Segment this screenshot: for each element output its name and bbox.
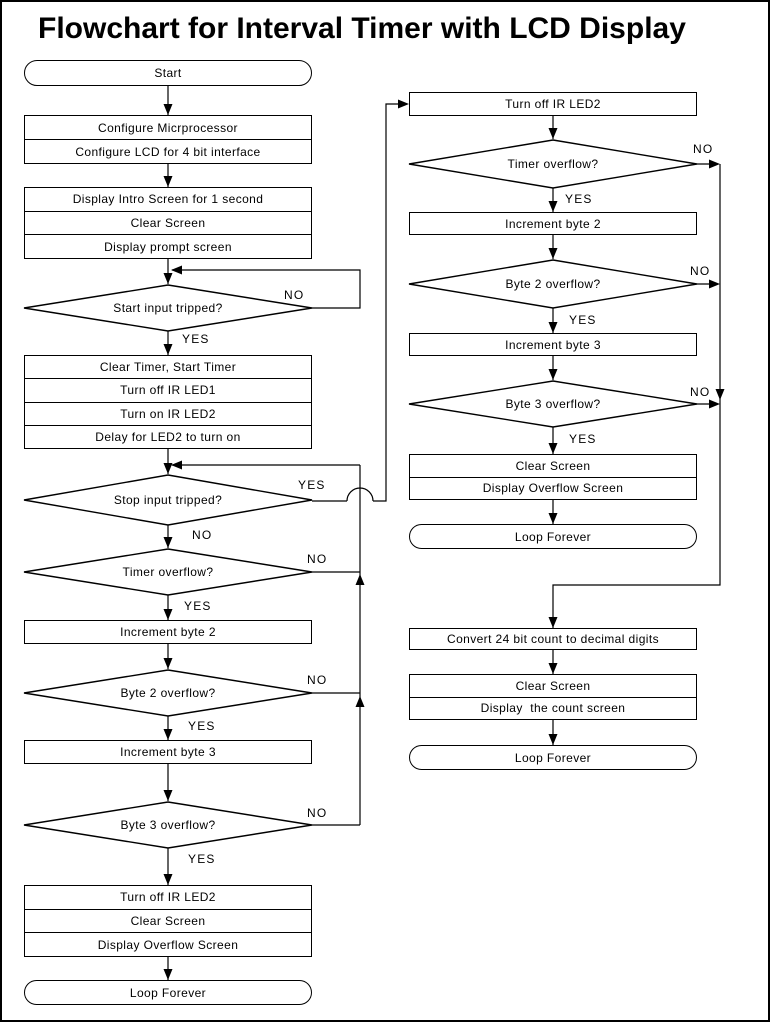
process-turn-off-led2-right: Turn off IR LED2 [409,92,697,116]
branch-label-yes-timer-left: YES [184,599,212,613]
process-row: Configure LCD for 4 bit interface [25,139,311,163]
branch-label-no-timer-right: NO [693,142,714,156]
process-row: Configure Micrprocessor [98,120,238,135]
process-row: Clear Screen [25,210,311,235]
branch-label-no-byte3-right: NO [690,385,711,399]
process-row: Display Overflow Screen [410,476,696,500]
process-row: Increment byte 3 [120,745,216,759]
process-row: Display Overflow Screen [25,932,311,956]
process-row: Display Intro Screen for 1 second [72,192,264,207]
terminator-label: Start [154,66,182,80]
decision-byte2-overflow-left: Byte 2 overflow? [120,686,216,700]
terminator-loop-forever-right-1: Loop Forever [409,524,697,549]
decision-byte2-overflow-right: Byte 2 overflow? [505,277,601,291]
process-configure: Configure Micrprocessor Configure LCD fo… [24,115,312,164]
process-row: Convert 24 bit count to decimal digits [447,632,659,646]
branch-label-yes-byte2-right: YES [569,313,597,327]
branch-label-no-timer-left: NO [307,552,328,566]
branch-label-yes-stop: YES [298,478,326,492]
process-increment-byte3-left: Increment byte 3 [24,740,312,764]
process-increment-byte2-right: Increment byte 2 [409,212,697,235]
decision-timer-overflow-left: Timer overflow? [122,565,214,579]
connector-convert-route [552,164,721,628]
process-row: Increment byte 3 [505,337,601,352]
diamond-start-input [23,284,313,332]
connector-no-right [697,163,711,405]
terminator-loop-forever-left: Loop Forever [24,980,312,1005]
terminator-label: Loop Forever [514,529,592,544]
branch-label-no-stop: NO [192,528,213,542]
decision-timer-overflow-right: Timer overflow? [507,157,599,171]
branch-label-no-byte3-left: NO [307,806,328,820]
branch-label-no-start: NO [284,288,305,302]
terminator-label: Loop Forever [129,985,207,1000]
process-increment-byte3-right: Increment byte 3 [409,333,697,356]
process-overflow-display-left: Turn off IR LED2 Clear Screen Display Ov… [24,885,312,957]
branch-label-yes-byte2-left: YES [188,719,216,733]
decision-stop-input: Stop input tripped? [113,493,223,507]
diamond-byte3-overflow-left [23,801,313,849]
process-row: Delay for LED2 to turn on [25,424,311,448]
process-row: Clear Screen [515,678,591,693]
process-row: Increment byte 2 [505,216,601,231]
process-init-timer: Clear Timer, Start Timer Turn off IR LED… [24,355,312,449]
diamond-timer-overflow-right [408,139,698,189]
process-row: Turn off IR LED2 [505,97,601,111]
arrowheads [163,99,725,980]
process-display-count: Clear Screen Display the count screen [409,674,697,720]
process-convert-count: Convert 24 bit count to decimal digits [409,628,697,650]
branch-label-yes-byte3-left: YES [188,852,216,866]
decision-byte3-overflow-left: Byte 3 overflow? [120,818,216,832]
branch-label-no-byte2-left: NO [307,673,328,687]
process-row: Increment byte 2 [120,625,216,639]
branch-label-yes-byte3-right: YES [569,432,597,446]
process-row: Clear Screen [25,908,311,933]
process-row: Clear Screen [515,458,591,473]
process-row: Turn off IR LED1 [25,378,311,401]
process-intro-screen: Display Intro Screen for 1 second Clear … [24,187,312,259]
process-row: Turn off IR LED2 [120,890,216,905]
terminator-loop-forever-right-2: Loop Forever [409,745,697,770]
diamond-byte3-overflow-right [408,380,698,428]
process-increment-byte2-left: Increment byte 2 [24,620,312,644]
process-row: Clear Timer, Start Timer [99,360,237,375]
branch-label-yes-start: YES [182,332,210,346]
terminator-start: Start [24,60,312,86]
process-row: Display prompt screen [25,234,311,258]
connector-loopback-left [172,464,361,826]
terminator-label: Loop Forever [514,750,592,765]
diamond-stop-input [23,474,313,526]
process-row: Turn on IR LED2 [25,401,311,425]
connector-no-loop-start [172,269,361,309]
decision-start-input: Start input tripped? [113,301,223,315]
process-row: Display the count screen [410,696,696,720]
connector-yes-stop [312,103,403,502]
decision-byte3-overflow-right: Byte 3 overflow? [505,397,601,411]
diamond-byte2-overflow-left [23,669,313,717]
process-overflow-display-right: Clear Screen Display Overflow Screen [409,454,697,500]
diamond-timer-overflow-left [23,548,313,596]
page-title: Flowchart for Interval Timer with LCD Di… [38,12,686,45]
branch-label-yes-timer-right: YES [565,192,593,206]
branch-label-no-byte2-right: NO [690,264,711,278]
diamond-byte2-overflow-right [408,259,698,309]
